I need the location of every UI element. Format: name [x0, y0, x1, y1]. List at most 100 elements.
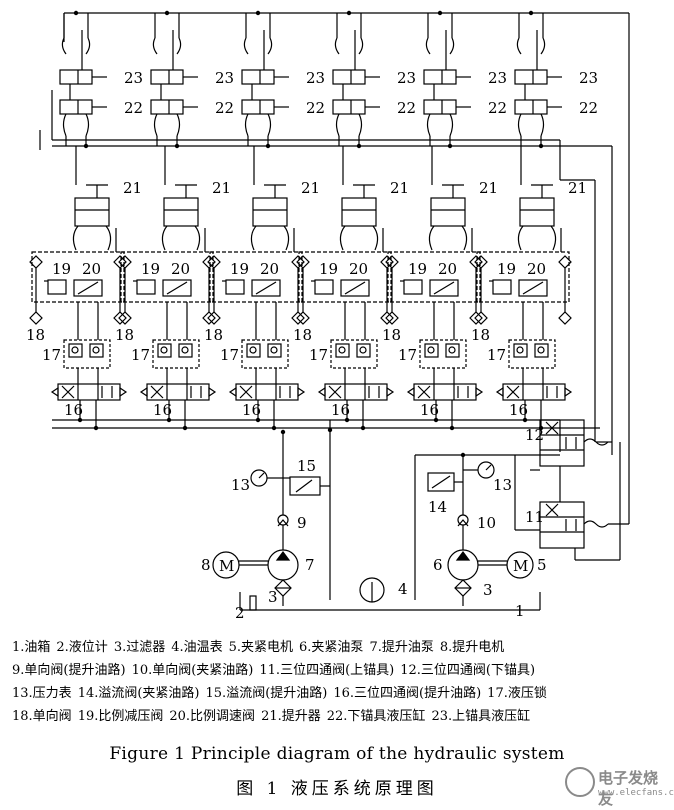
- check-valve-18: [558, 311, 572, 325]
- valve-arrow: [433, 281, 455, 295]
- label-21: 21: [301, 179, 320, 197]
- lock-check-valve: [356, 343, 371, 358]
- label-19: 19: [52, 260, 71, 278]
- hose-line: [449, 37, 455, 55]
- check-valve-18: [113, 311, 127, 325]
- lock-check-valve: [445, 343, 460, 358]
- hose-line: [61, 37, 67, 55]
- label-16: 16: [420, 401, 439, 419]
- label-18: 18: [382, 326, 401, 344]
- label-23: 23: [306, 69, 325, 87]
- speed-control-valve-20: [429, 279, 459, 297]
- hose-line: [540, 37, 546, 55]
- check-valve-18: [207, 255, 221, 269]
- lock-check-valve: [424, 343, 439, 358]
- lock-ball: [516, 346, 524, 354]
- lock-ball: [249, 346, 257, 354]
- label-16: 16: [509, 401, 528, 419]
- check-valve-18: [469, 255, 483, 269]
- label-5: 5: [537, 556, 547, 574]
- pump-arrow: [275, 551, 291, 561]
- label-13: 13: [493, 476, 512, 494]
- pressure-reducing-valve-19: [314, 279, 334, 295]
- check-valve-18: [291, 311, 305, 325]
- upper-anchor-cylinder-23: [150, 69, 184, 85]
- hose-line: [105, 225, 112, 251]
- solenoid-end: [317, 386, 326, 398]
- hose-line: [334, 37, 340, 55]
- check-valve-18: [296, 311, 310, 325]
- legend-item: 13.压力表: [12, 686, 72, 701]
- solenoid-end: [208, 386, 217, 398]
- speed-control-valve-20: [251, 279, 281, 297]
- motor-letter: M: [219, 557, 234, 575]
- check-valve-18: [385, 311, 399, 325]
- check-valve-18: [118, 255, 132, 269]
- speed-control-valve-20: [73, 279, 103, 297]
- label-18: 18: [115, 326, 134, 344]
- legend-item: 16.三位四通阀(提升油路): [333, 686, 482, 701]
- solenoid-end: [297, 386, 306, 398]
- hose-line: [161, 225, 168, 251]
- lower-anchor-cylinder-22: [514, 99, 548, 115]
- hose-line: [550, 225, 557, 251]
- label-16: 16: [64, 401, 83, 419]
- legend-item: 23.上锚具液压缸: [431, 709, 531, 724]
- lower-anchor-cylinder-22: [241, 99, 275, 115]
- lock-ball: [71, 346, 79, 354]
- label-15: 15: [297, 457, 316, 475]
- junction-dot: [528, 10, 534, 16]
- legend-item: 5.夹紧电机: [228, 640, 294, 655]
- label-20: 20: [527, 260, 546, 278]
- legend-item: 17.液压锁: [487, 686, 547, 701]
- lock-check-valve: [68, 343, 83, 358]
- label-21: 21: [123, 179, 142, 197]
- check-valve-seat: [457, 519, 469, 527]
- label-21: 21: [568, 179, 587, 197]
- proportional-valve-block: [120, 251, 214, 303]
- pressure-reducing-valve-19: [47, 279, 67, 295]
- label-22: 22: [306, 99, 325, 117]
- label-18: 18: [26, 326, 45, 344]
- hose-line: [339, 225, 346, 251]
- label-17: 17: [309, 346, 328, 364]
- legend-item: 1.油箱: [12, 640, 51, 655]
- legend-item: 8.提升电机: [439, 640, 505, 655]
- label-21: 21: [212, 179, 231, 197]
- label-16: 16: [153, 401, 172, 419]
- hose-line: [426, 113, 431, 137]
- label-1: 1: [515, 602, 525, 620]
- hose-line: [176, 113, 181, 137]
- label-16: 16: [242, 401, 261, 419]
- relief-arrow: [431, 475, 451, 489]
- hose-line: [244, 113, 249, 137]
- junction-dot: [280, 429, 286, 435]
- label-8: 8: [201, 556, 211, 574]
- hose-line: [153, 113, 158, 137]
- pressure-reducing-valve-19: [136, 279, 156, 295]
- valve-cross: [417, 385, 431, 399]
- label-23: 23: [124, 69, 143, 87]
- check-valve-18: [202, 311, 216, 325]
- junction-dot: [356, 143, 362, 149]
- relief-arrow: [295, 479, 313, 493]
- valve-cross: [150, 385, 164, 399]
- hose-line: [152, 37, 158, 55]
- check-valve-18: [207, 311, 221, 325]
- hose-line: [243, 37, 249, 55]
- valve-cross: [239, 385, 253, 399]
- legend-item: 14.溢流阀(夹紧油路): [77, 686, 200, 701]
- hydraulic-lock-17: [508, 339, 556, 369]
- motor-letter: M: [513, 557, 528, 575]
- anchor-valve-11: [539, 501, 585, 549]
- label-19: 19: [319, 260, 338, 278]
- label-9: 9: [297, 514, 307, 532]
